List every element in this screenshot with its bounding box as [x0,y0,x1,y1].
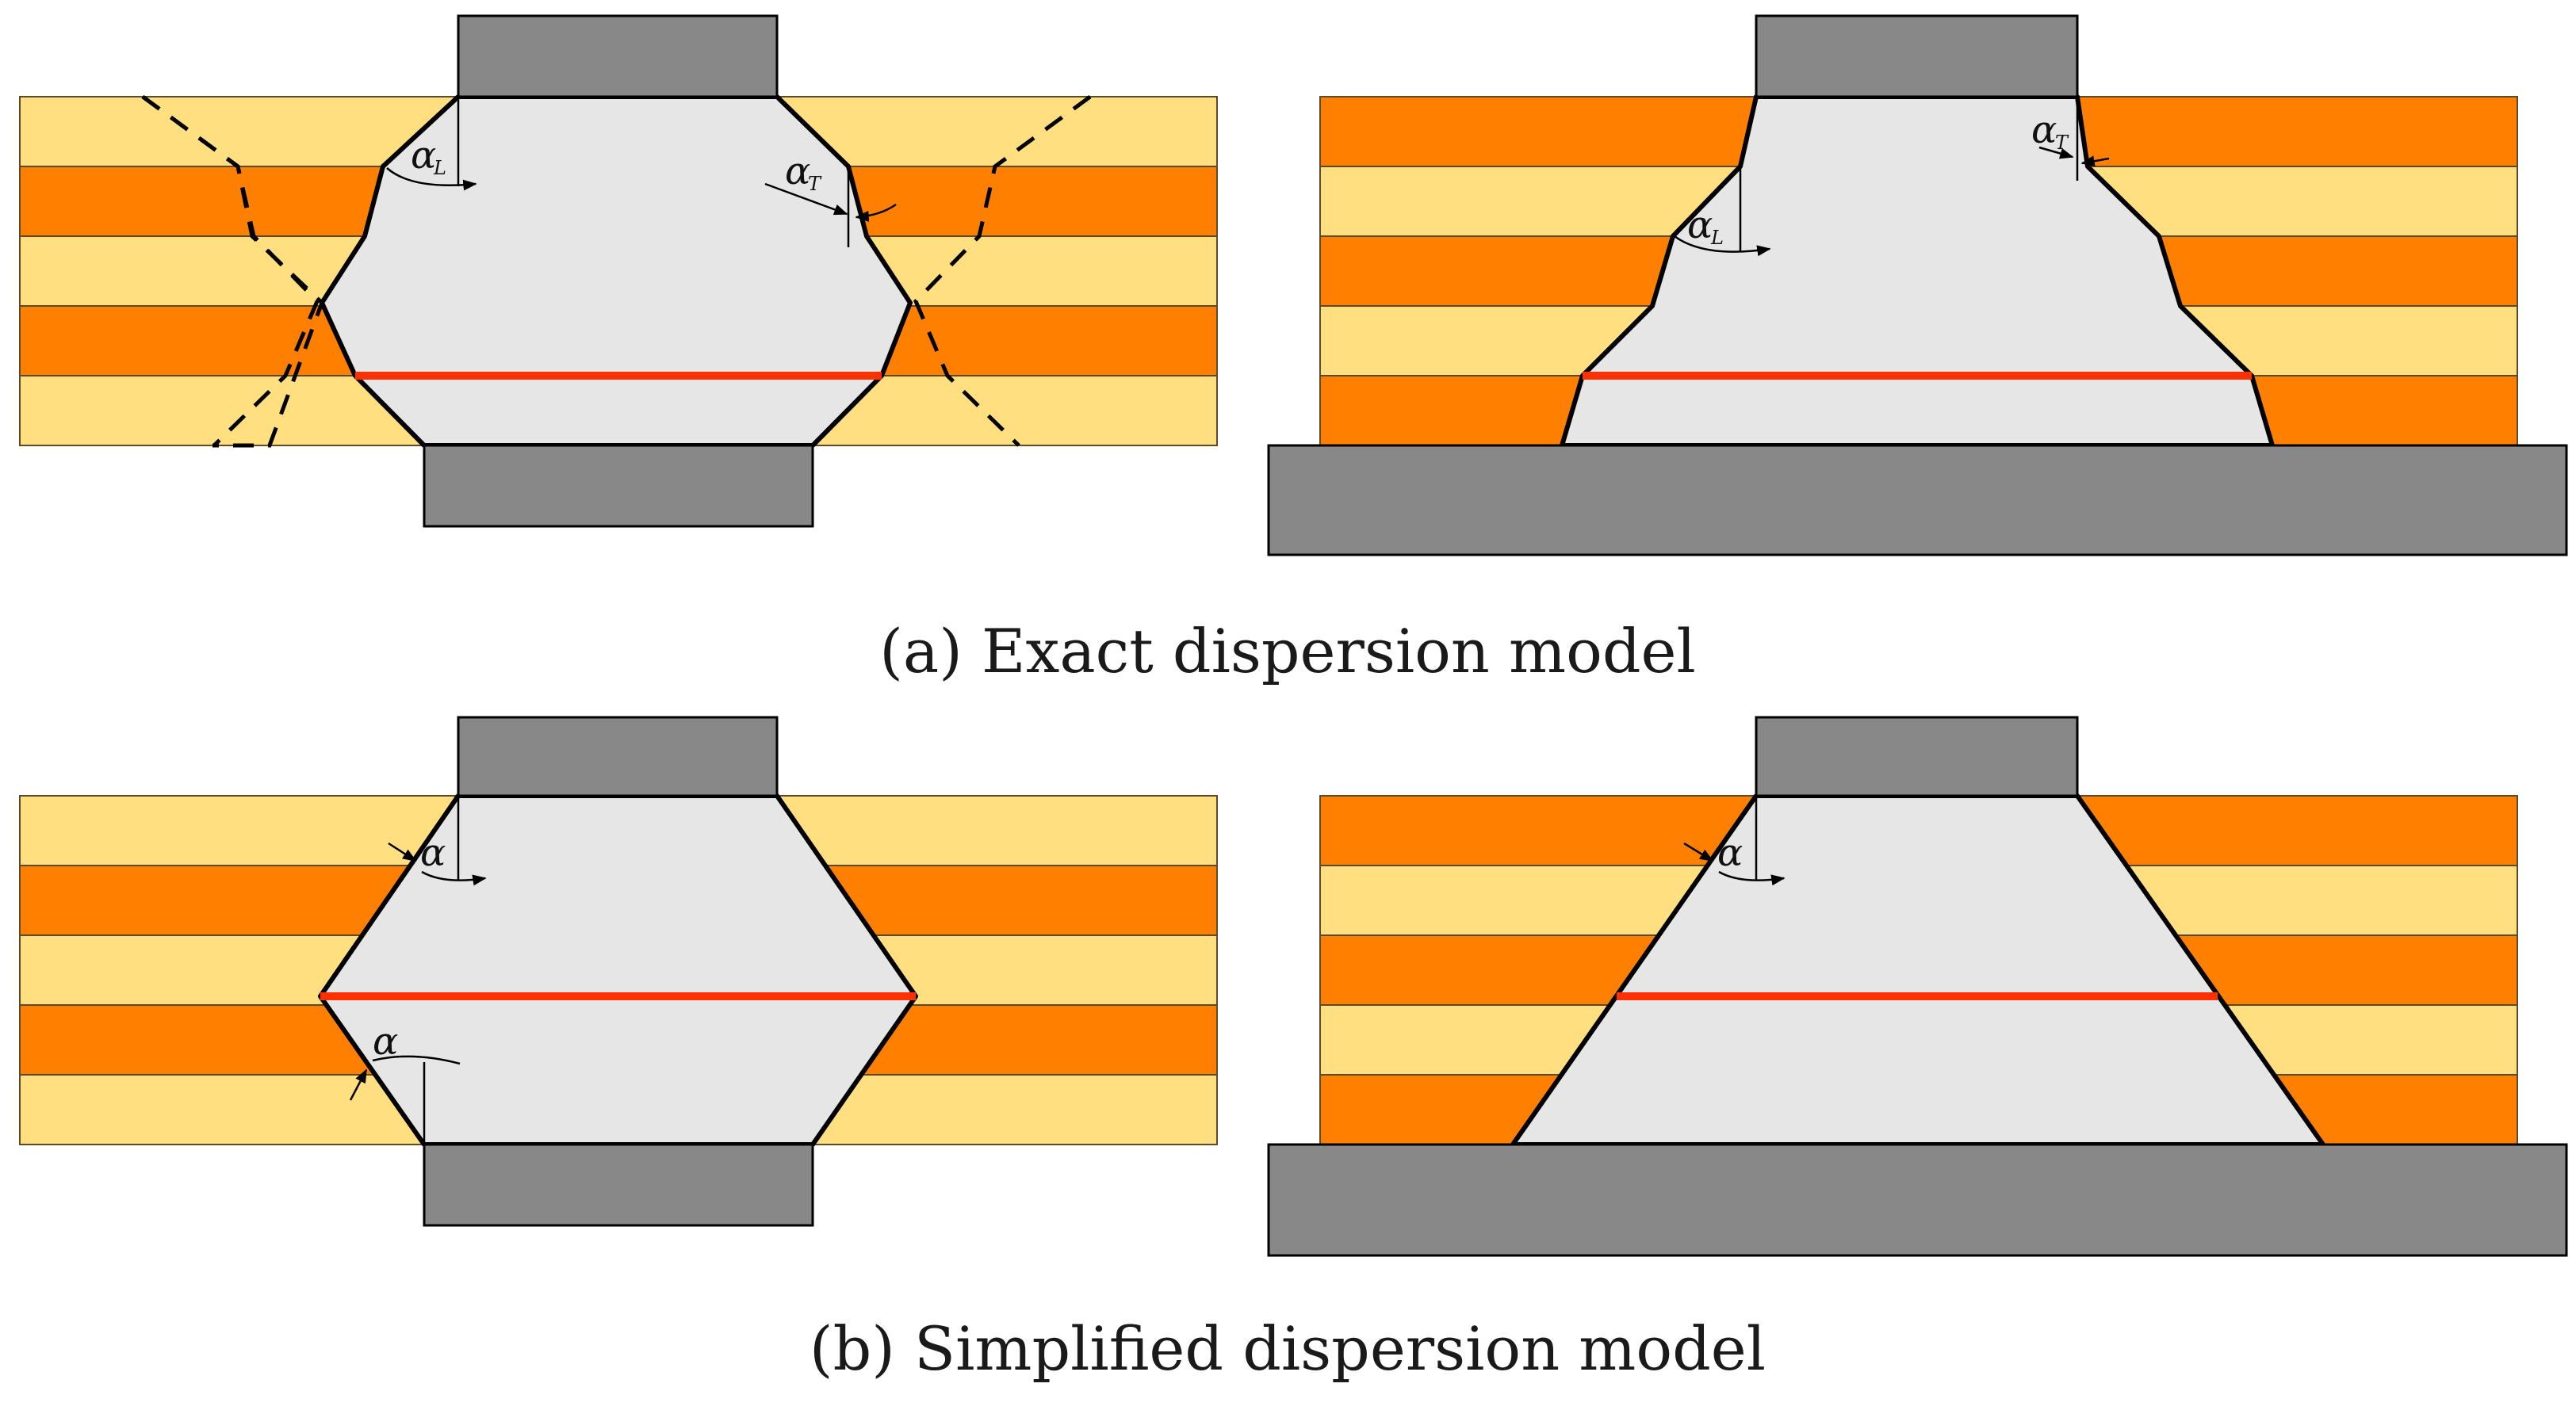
alpha-symbol: α [420,831,446,875]
angle-marker-alpha-t: α T [2031,97,2110,181]
angle-marker-alpha-l: α L [1674,166,1771,257]
caption-simplified: (b) Simplified dispersion model [810,1313,1766,1384]
exact-two-plate-panel: α L α T [19,14,1218,528]
subscript-l: L [1710,227,1724,249]
simplified-two-plate-panel: α α [19,716,1218,1227]
subscript-t: T [808,173,822,195]
caption-exact: (a) Exact dispersion model [879,616,1696,686]
angle-marker-alpha-l: α L [386,97,477,191]
subscript-l: L [433,157,446,179]
angle-marker-alpha: α [1683,796,1786,886]
bottom-plate [423,1143,814,1227]
top-plate [457,716,779,797]
angle-marker-alpha-top: α [388,796,487,886]
base-plate [1267,444,2568,556]
angle-marker-alpha-t: α T [764,149,897,247]
alpha-symbol: α [411,133,436,178]
alpha-symbol: α [1687,203,1713,247]
top-plate [1755,716,2079,797]
alpha-symbol: α [2031,108,2057,152]
alpha-symbol: α [1717,831,1743,875]
angle-marker-alpha-bottom: α [349,1019,461,1145]
simplified-base-plate-panel: α [1267,716,2568,1257]
alpha-symbol: α [785,149,810,193]
alpha-symbol: α [373,1019,398,1064]
top-plate [457,14,779,98]
top-plate [1755,14,2079,98]
bottom-plate [423,444,814,528]
base-plate [1267,1143,2568,1257]
subscript-t: T [2055,132,2069,154]
exact-base-plate-panel: α T α L [1267,14,2568,556]
